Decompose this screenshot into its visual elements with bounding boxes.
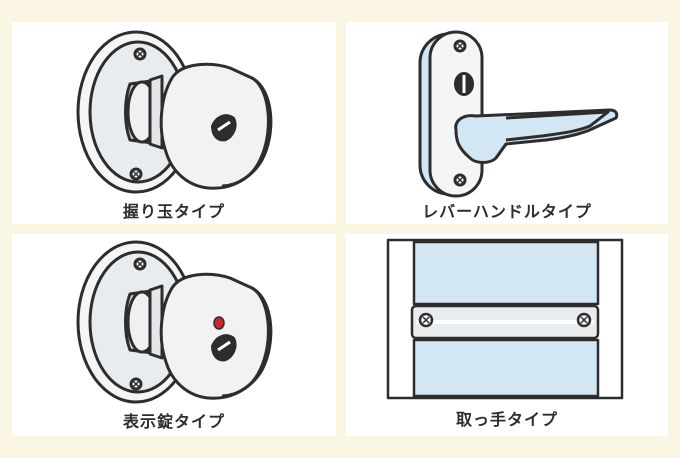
- panel-label: レバーハンドルタイプ: [422, 202, 592, 221]
- indicator-lock-knob-icon: [76, 240, 273, 404]
- panel-indicator-lock: 表示錠タイプ: [12, 234, 336, 436]
- panel-label: 取っ手タイプ: [455, 410, 558, 429]
- panel-lever: レバーハンドルタイプ: [346, 22, 668, 224]
- panel-label: 表示錠タイプ: [122, 412, 225, 431]
- panel-knob: 握り玉タイプ: [12, 22, 336, 224]
- panel-pull-handle: 取っ手タイプ: [346, 234, 668, 436]
- pull-handle-icon: [386, 238, 624, 400]
- lever-handle-icon: [418, 30, 619, 198]
- knob-doorknob-icon: [76, 30, 273, 194]
- panel-label: 握り玉タイプ: [122, 202, 225, 221]
